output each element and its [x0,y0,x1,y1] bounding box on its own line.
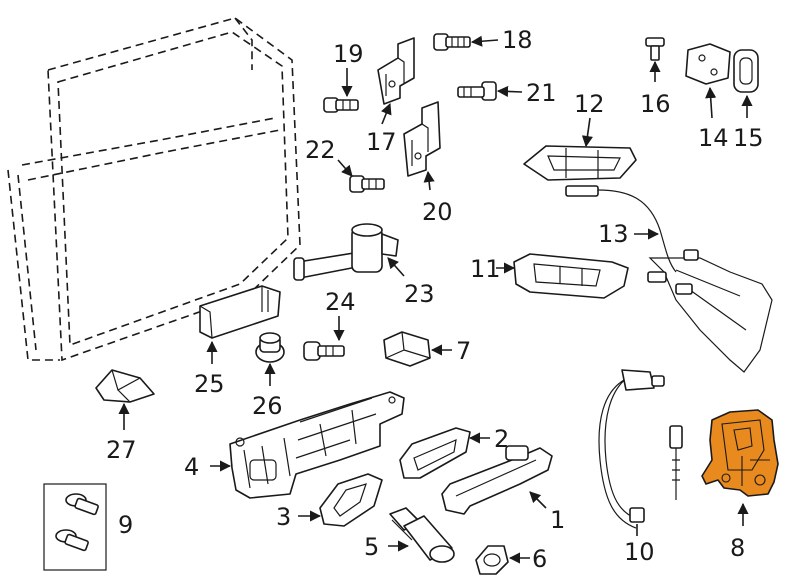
callout-18: 18 [502,26,533,54]
callout-3: 3 [276,503,291,531]
part-26-nut [255,332,285,363]
callout-25: 25 [194,370,225,398]
part-1-outside-handle [441,445,553,515]
callout-14: 14 [698,124,729,152]
callout-12: 12 [574,90,605,118]
part-16-screw [645,37,665,61]
part-5-lock-cylinder [389,507,455,563]
part-15-pad [733,49,759,93]
part-10-cable [598,369,683,529]
part-24-bolt [303,341,345,361]
callout-22: 22 [305,136,336,164]
callout-1: 1 [550,506,565,534]
part-8-door-latch-highlighted [701,409,779,497]
part-3-gasket [319,473,383,527]
part-6-grommet [475,545,509,575]
callout-4: 4 [184,453,199,481]
part-17-bracket [377,37,415,105]
part-14-plate [685,43,731,85]
callout-7: 7 [456,337,471,365]
part-27-bracket [95,369,155,403]
part-22-bolt [349,175,385,193]
part-25-cover [199,285,281,339]
part-13-cable [565,185,773,373]
callout-5: 5 [364,533,379,561]
callout-10: 10 [624,538,655,566]
callout-21: 21 [526,79,557,107]
part-20-bracket [403,101,441,177]
door-outline [7,17,301,362]
callout-20: 20 [422,198,453,226]
part-19-bolt [323,97,359,113]
callout-8: 8 [730,534,745,562]
part-9-bolt-set [43,483,107,571]
part-18-bolt [433,33,471,51]
part-4-handle-carrier [229,391,405,499]
callout-19: 19 [333,40,364,68]
part-7-cap [383,331,431,367]
part-21-bolt [457,81,497,101]
callout-23: 23 [404,280,435,308]
callout-15: 15 [733,124,764,152]
callout-13: 13 [598,220,629,248]
part-23-check-strap [293,223,399,281]
callout-9: 9 [118,511,133,539]
callout-6: 6 [532,545,547,573]
part-11-interior-handle [513,253,629,299]
part-12-handle-bezel [523,145,637,181]
part-2-handle-cap [399,427,471,479]
callout-17: 17 [366,128,397,156]
callout-27: 27 [106,436,137,464]
callout-24: 24 [325,288,356,316]
callout-26: 26 [252,392,283,420]
callout-16: 16 [640,90,671,118]
callout-11: 11 [470,255,501,283]
callout-2: 2 [494,425,509,453]
